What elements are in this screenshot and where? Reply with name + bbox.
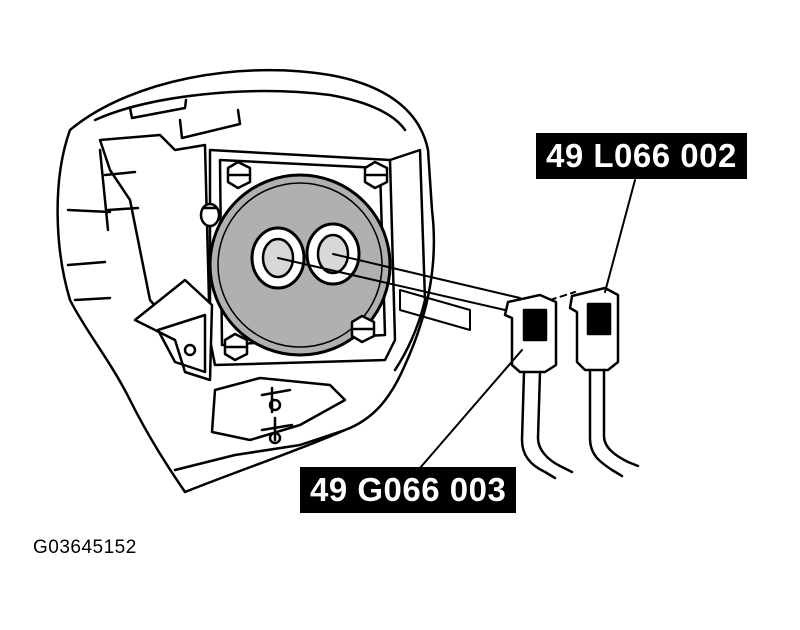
tool-g066-window: [522, 308, 548, 342]
lower-harness-clip-2: [260, 416, 294, 442]
air-bag-module: [56, 68, 436, 494]
leader-l066: [604, 179, 636, 293]
left-bracket: [133, 278, 214, 382]
mounting-bolt-mid-left: [199, 202, 221, 228]
tool-label-49g066003: 49 G066 003: [300, 467, 517, 513]
left-panel-slots: [66, 148, 140, 302]
tool-l066-cable-2: [602, 368, 640, 468]
lower-edge: [173, 428, 347, 472]
right-wall: [388, 148, 427, 372]
tool-49l066002: [568, 286, 640, 478]
mounting-bolt-bottom-right: [350, 314, 376, 344]
lower-harness-ring-2: [268, 431, 282, 445]
tool-l066-cable: [588, 368, 624, 478]
module-top-rim-inner: [128, 98, 188, 120]
line-left-socket-to-tool: [277, 257, 506, 311]
leader-lines: [419, 179, 636, 469]
left-bracket-hole: [183, 343, 197, 357]
lower-harness-ring: [268, 398, 282, 412]
tool-label-49l066002: 49 L066 002: [536, 133, 747, 179]
tool-g066-cable-2: [536, 370, 574, 474]
mounting-bolt-top-right: [363, 160, 389, 190]
leader-g066: [419, 349, 523, 469]
lower-harness: [210, 376, 347, 442]
module-top-rim: [93, 89, 407, 132]
module-outer-shell: [56, 68, 436, 494]
line-tool-to-tool-dashed: [549, 291, 576, 301]
left-bracket-face: [156, 313, 207, 374]
ribbon-guide: [399, 289, 471, 331]
module-top-rim-tab: [178, 108, 242, 140]
mounting-bolt-bottom-left: [223, 332, 249, 362]
line-right-socket-to-tool: [332, 253, 521, 299]
figure-id: G03645152: [33, 537, 137, 558]
tool-g066-cable: [520, 370, 557, 480]
mounting-bolt-top-left: [226, 160, 252, 190]
connection-lines: [277, 253, 576, 331]
tool-49g066003: [503, 293, 574, 480]
tool-l066-window: [586, 302, 612, 336]
